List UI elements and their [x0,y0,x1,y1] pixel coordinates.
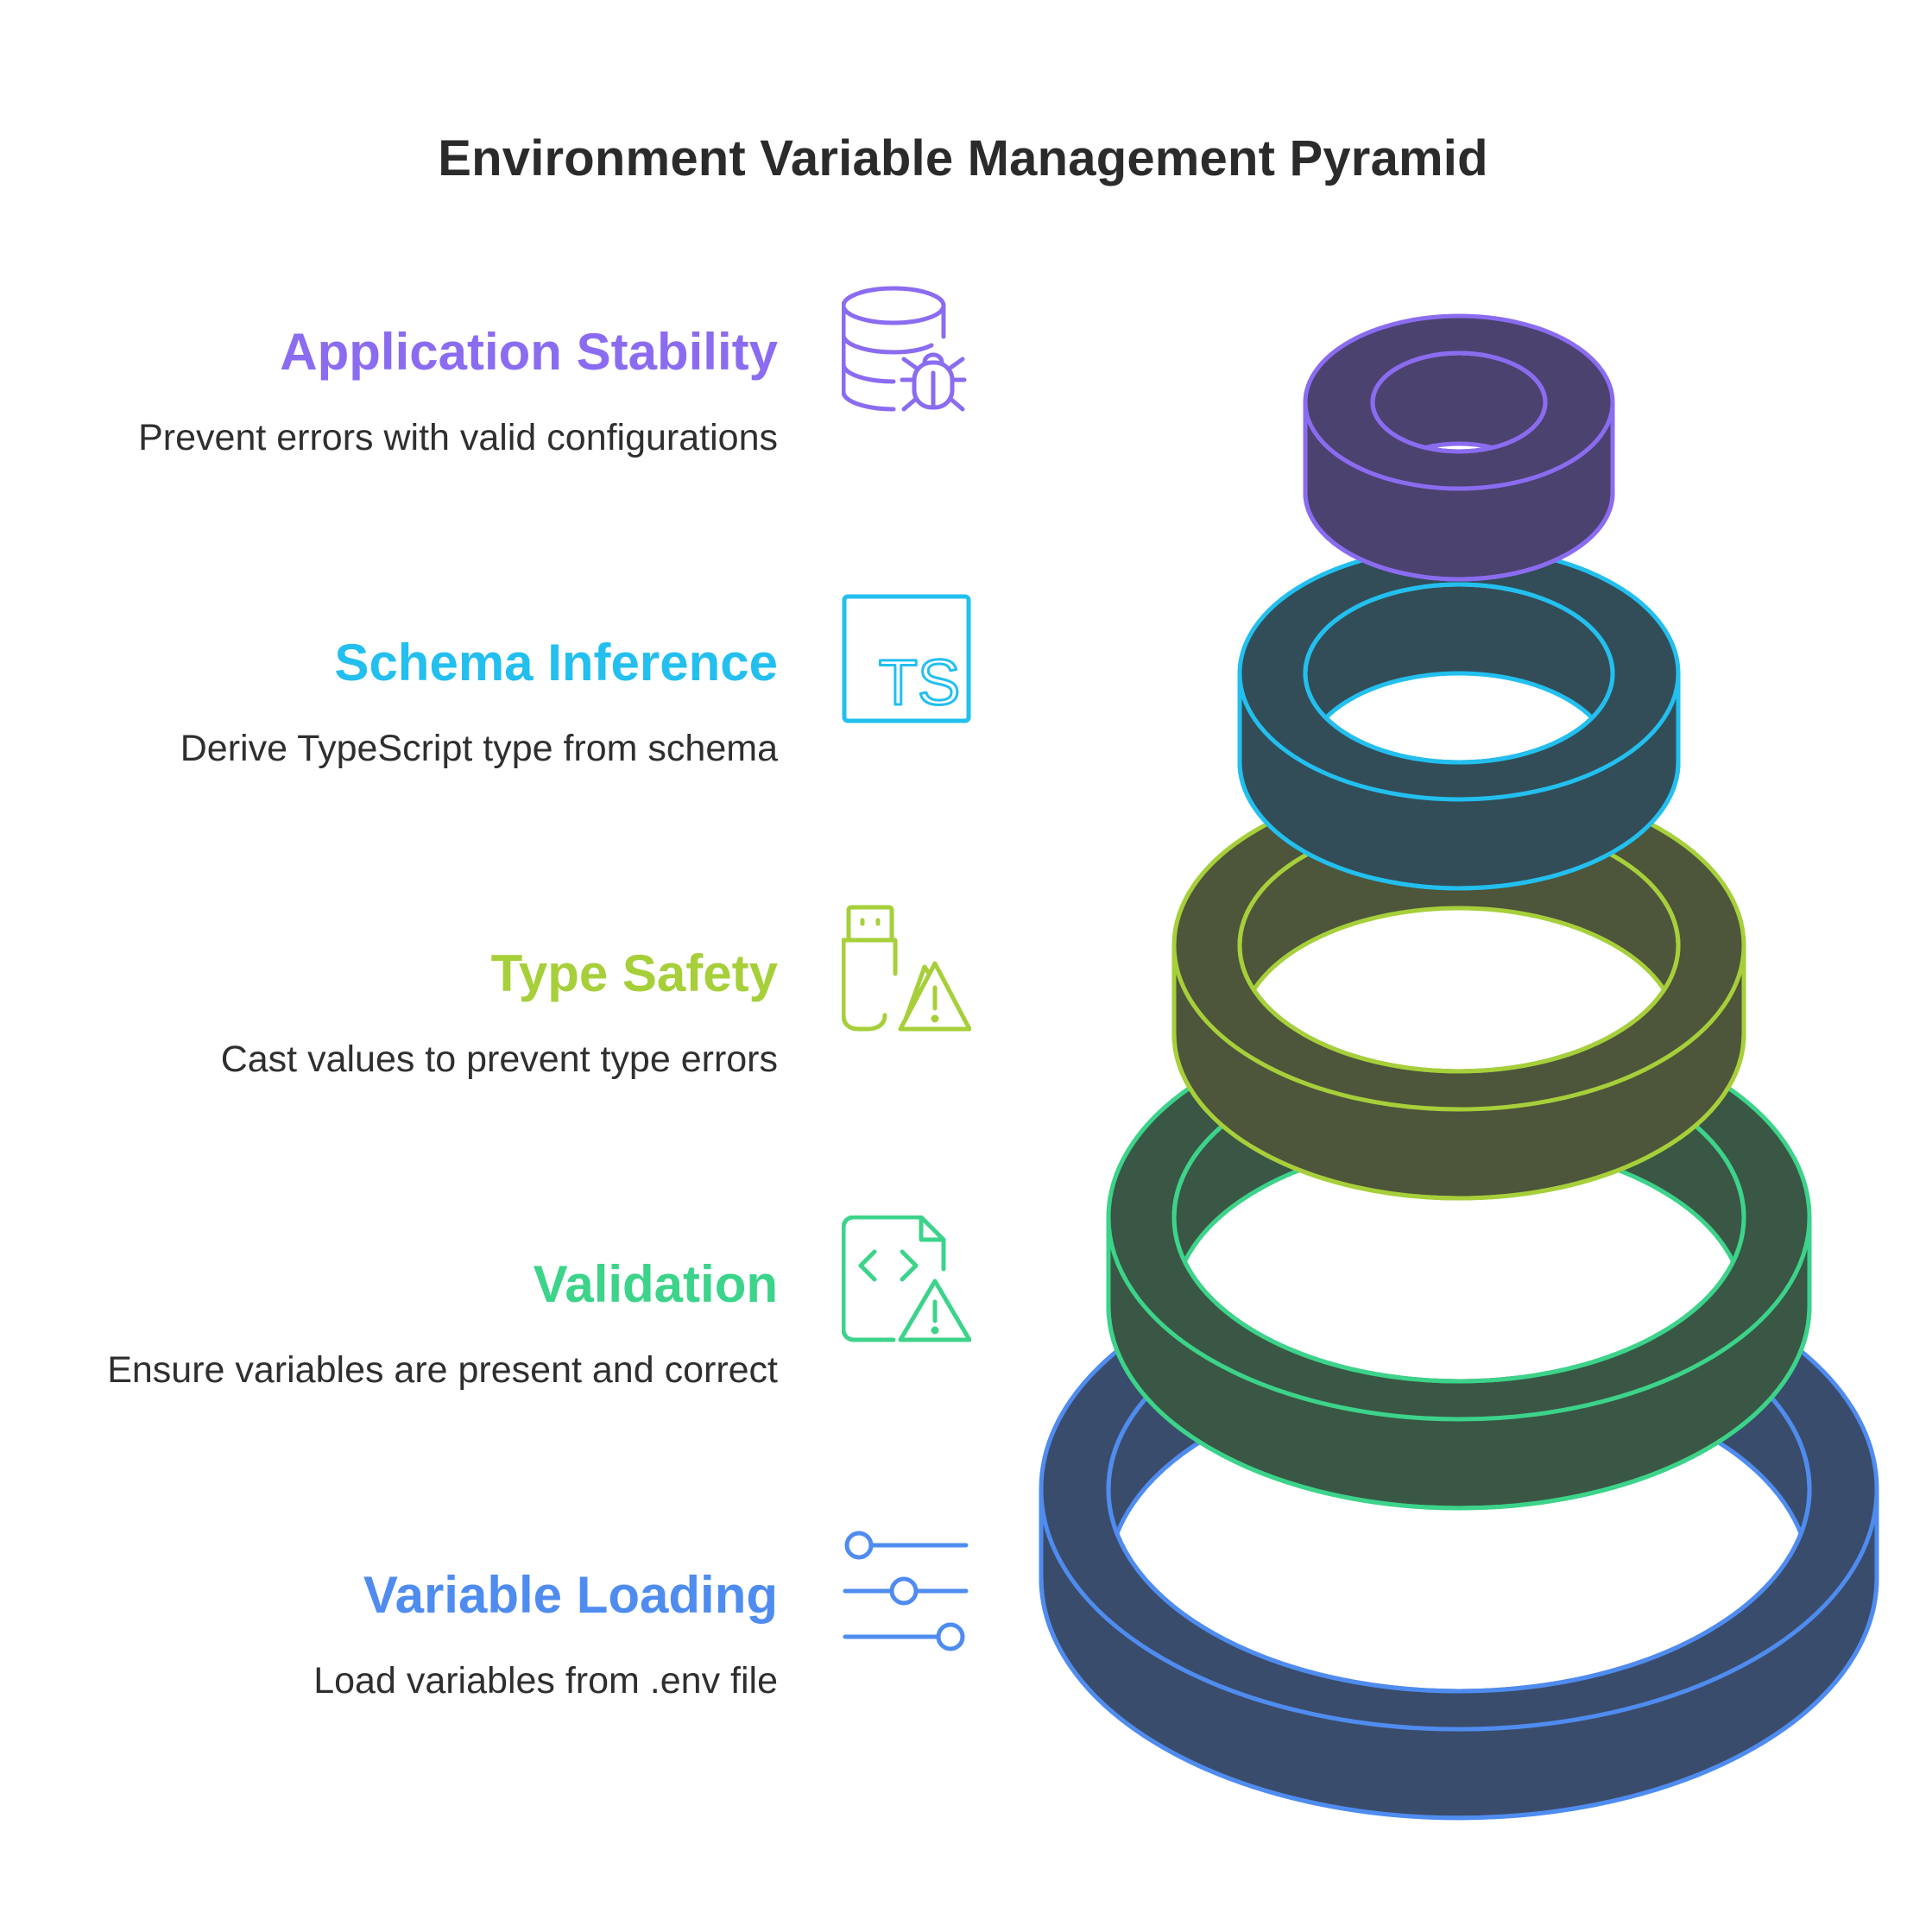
level-application-stability: Application Stability Prevent errors wit… [0,321,778,461]
level-description: Load variables from .env file [313,1660,778,1702]
level-description: Cast values to prevent type errors [220,1039,778,1080]
ring-application-stability [1303,313,1615,582]
ring-bottom-rim [1039,1577,1879,1821]
sliders-icon [842,1526,971,1656]
level-type-safety: Type Safety Cast values to prevent type … [0,943,778,1083]
ring-inner-wall [1307,586,1611,761]
ring-inner-rim [1303,582,1615,765]
typescript-label: TS [879,647,961,718]
ring-inner-wall [1374,355,1544,450]
usb-warning-icon [842,905,971,1034]
level-title: Application Stability [280,323,778,381]
level-variable-loading: Variable Loading Load variables from .en… [0,1564,778,1704]
level-schema-inference: Schema Inference Derive TypeScript type … [0,632,778,772]
ring-bottom-rim [1106,1305,1812,1511]
code-file-warning-icon [842,1215,971,1345]
level-title: Schema Inference [334,634,778,691]
level-description: Derive TypeScript type from schema [180,728,778,769]
ring-bottom-rim [1171,1033,1746,1201]
level-description: Ensure variables are present and correct [107,1349,778,1391]
ring-type-safety [1171,779,1746,1201]
ring-schema-inference [1237,545,1681,891]
ring-pyramid [1019,294,1899,1830]
level-validation: Validation Ensure variables are present … [0,1253,778,1393]
typescript-icon: TS [842,594,971,723]
database-bug-icon [842,283,971,413]
ring-inner-rim [1370,350,1548,454]
page-title: Environment Variable Management Pyramid [438,130,1488,186]
level-title: Validation [533,1255,778,1313]
ring-pyramid-graphic [1039,313,1879,1821]
level-title: Type Safety [490,944,778,1002]
level-title: Variable Loading [363,1566,778,1624]
level-description: Prevent errors with valid configurations [138,417,778,458]
ring-bottom-rim [1237,761,1681,891]
ring-bottom-rim [1303,492,1615,582]
ring-inner-wall [1241,821,1677,1070]
